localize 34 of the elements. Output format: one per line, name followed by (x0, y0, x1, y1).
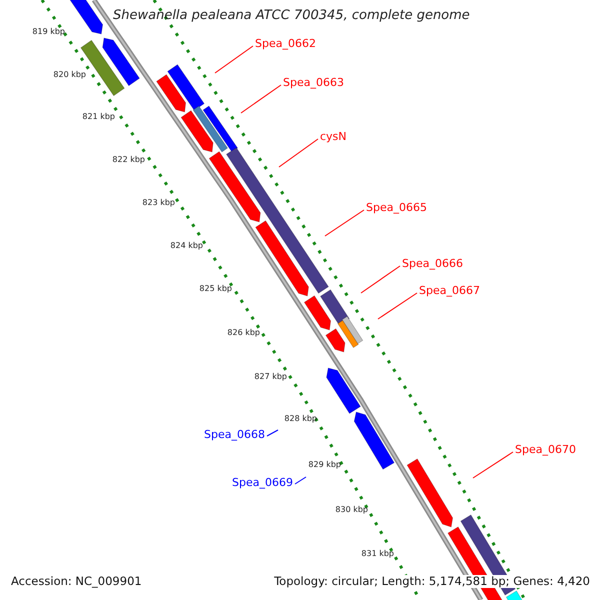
leader-line (294, 476, 306, 484)
gene-label: Spea_0663 (283, 77, 344, 90)
accession-label: Accession: NC_009901 (9, 575, 144, 588)
position-label: 821 kbp (82, 113, 115, 122)
position-label: 826 kbp (227, 329, 260, 338)
position-label: 824 kbp (170, 242, 203, 251)
position-label: 827 kbp (254, 373, 287, 382)
leader-line (378, 292, 418, 320)
position-label: 828 kbp (284, 415, 317, 424)
position-label: 820 kbp (53, 71, 86, 80)
position-label: 829 kbp (308, 461, 341, 470)
map-title: Shewanella pealeana ATCC 700345, complete genome (113, 9, 470, 24)
gene-label: Spea_0662 (255, 38, 316, 50)
gene-label: Spea_0669 (232, 477, 293, 490)
position-label: 822 kbp (112, 156, 145, 165)
leader-line (324, 210, 364, 236)
leader-line (214, 46, 254, 74)
position-label: 831 kbp (361, 550, 394, 559)
gene-label: Spea_0666 (402, 258, 463, 270)
position-label: 830 kbp (335, 506, 368, 515)
leader-line (266, 430, 278, 436)
leader-line (278, 138, 318, 168)
genome-summary-label: Topology: circular; Length: 5,174,581 bp; Genes: 4,420 (272, 575, 592, 588)
gene-label: Spea_0667 (419, 285, 480, 298)
leader-line (360, 266, 400, 294)
gene-label: Spea_0665 (366, 202, 427, 214)
gene-label: Spea_0670 (515, 444, 576, 456)
leader-line (240, 84, 282, 114)
gene-label: Spea_0668 (204, 429, 265, 442)
position-label: 819 kbp (32, 28, 65, 37)
gene-label: cysN (320, 131, 347, 144)
leader-line (472, 452, 514, 478)
position-label: 823 kbp (142, 199, 175, 208)
position-label: 825 kbp (199, 285, 232, 294)
